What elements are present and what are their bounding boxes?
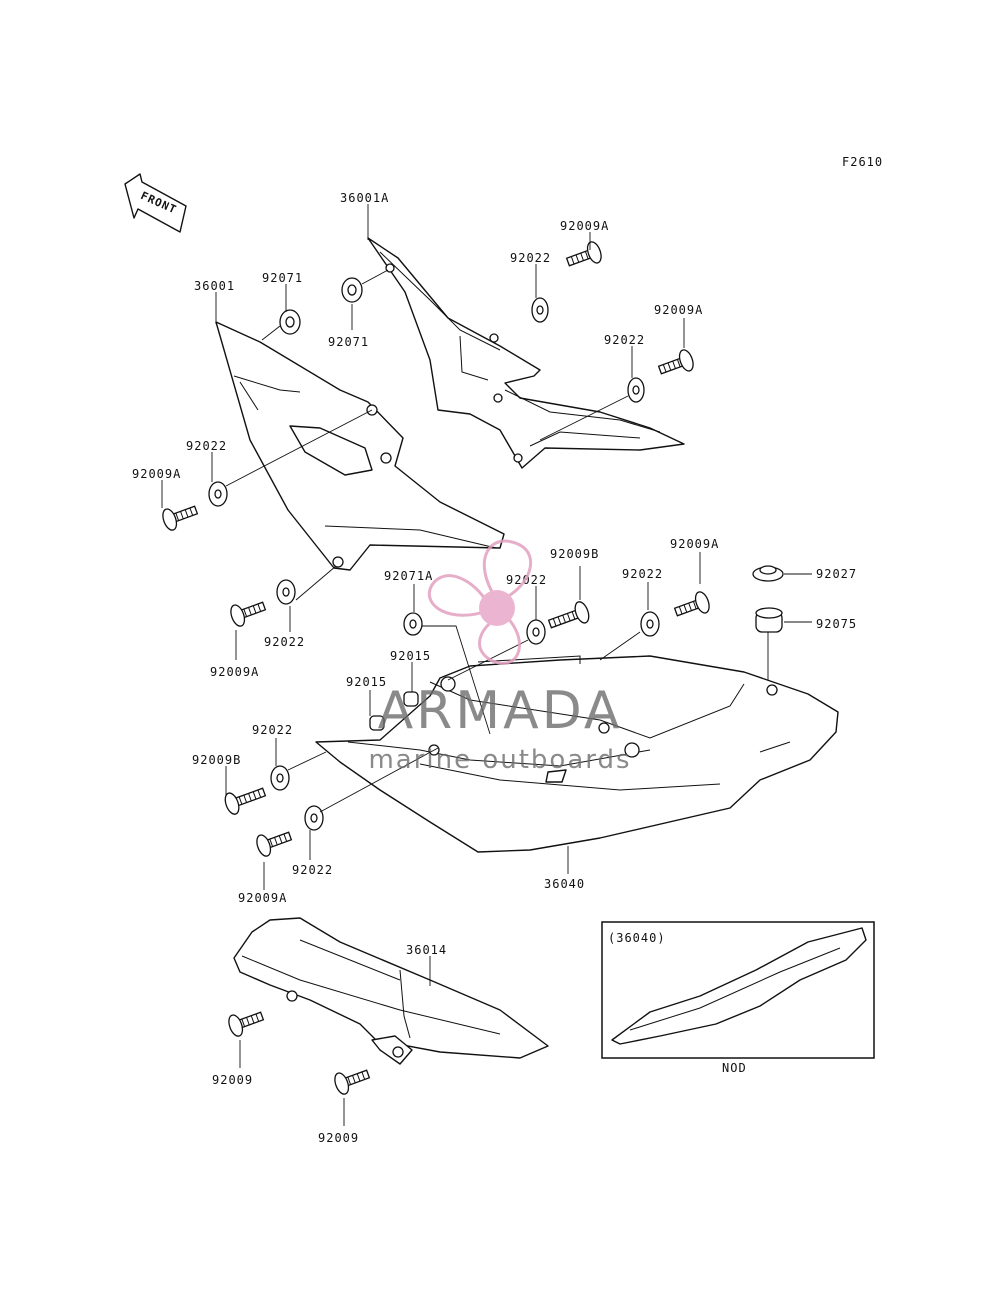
callout-92071A: 92071A bbox=[384, 569, 433, 583]
figure-code: F2610 bbox=[842, 155, 883, 169]
inset-caption: NOD bbox=[722, 1061, 747, 1075]
grommet-92071-a bbox=[279, 309, 301, 335]
bolt-92009A-5 bbox=[673, 591, 710, 617]
side-cover-left-36001 bbox=[215, 321, 505, 571]
watermark: ARMADA marine outboards bbox=[368, 539, 631, 775]
inset-panel: (36040) NOD bbox=[601, 921, 875, 1075]
callout-92027: 92027 bbox=[816, 567, 857, 581]
callout-92022: 92022 bbox=[510, 251, 551, 265]
callout-92009A: 92009A bbox=[670, 537, 719, 551]
callout-92009B: 92009B bbox=[192, 753, 241, 767]
callout-92009B: 92009B bbox=[550, 547, 599, 561]
bolt-92009B-2 bbox=[224, 787, 267, 815]
callout-92071: 92071 bbox=[262, 271, 303, 285]
bolt-92009A-4 bbox=[230, 601, 267, 627]
inset-label: (36040) bbox=[608, 931, 666, 945]
side-cover-upper-36001A bbox=[367, 237, 685, 469]
callout-92022: 92022 bbox=[264, 635, 305, 649]
callout-labels: 36001A 92009A 92022 36001 92071 92071 92… bbox=[132, 191, 857, 1145]
front-arrow-icon: FRONT bbox=[124, 173, 187, 233]
collar-92015-a bbox=[403, 691, 419, 707]
callout-92015: 92015 bbox=[346, 675, 387, 689]
callout-92015: 92015 bbox=[390, 649, 431, 663]
watermark-tagline: marine outboards bbox=[368, 745, 631, 775]
callout-92075: 92075 bbox=[816, 617, 857, 631]
grommet-92071-b bbox=[341, 277, 363, 303]
propeller-logo-icon bbox=[427, 539, 533, 665]
callout-36001A: 36001A bbox=[340, 191, 389, 205]
collar-92015-b bbox=[369, 715, 385, 731]
callout-92022: 92022 bbox=[604, 333, 645, 347]
bolt-92009A-2 bbox=[657, 349, 694, 375]
lower-cover-36014 bbox=[233, 917, 549, 1065]
callout-92022: 92022 bbox=[292, 863, 333, 877]
callout-92009A: 92009A bbox=[210, 665, 259, 679]
callout-92022: 92022 bbox=[252, 723, 293, 737]
callout-92071: 92071 bbox=[328, 335, 369, 349]
bolt-92009A-6 bbox=[256, 831, 293, 857]
bolt-92009B-1 bbox=[547, 601, 590, 629]
callout-36014: 36014 bbox=[406, 943, 447, 957]
callout-92009A: 92009A bbox=[654, 303, 703, 317]
damper-92075 bbox=[755, 607, 783, 633]
bolt-92009-2 bbox=[334, 1069, 371, 1095]
watermark-brand: ARMADA bbox=[378, 681, 623, 741]
washer-92022 bbox=[208, 297, 660, 831]
callout-92009A: 92009A bbox=[132, 467, 181, 481]
callout-92022: 92022 bbox=[622, 567, 663, 581]
callout-92009A: 92009A bbox=[238, 891, 287, 905]
callout-92022: 92022 bbox=[186, 439, 227, 453]
callout-36001: 36001 bbox=[194, 279, 235, 293]
bolt-92009A-3 bbox=[162, 505, 199, 531]
callout-92009A: 92009A bbox=[560, 219, 609, 233]
bolt-92009A-1 bbox=[565, 241, 602, 267]
cap-92027 bbox=[752, 565, 784, 582]
callout-92009: 92009 bbox=[212, 1073, 253, 1087]
callout-92009: 92009 bbox=[318, 1131, 359, 1145]
bolt-92009-1 bbox=[228, 1011, 265, 1037]
callout-36040: 36040 bbox=[544, 877, 585, 891]
leader-lines bbox=[161, 204, 812, 1126]
grommet-92071A bbox=[403, 612, 423, 636]
